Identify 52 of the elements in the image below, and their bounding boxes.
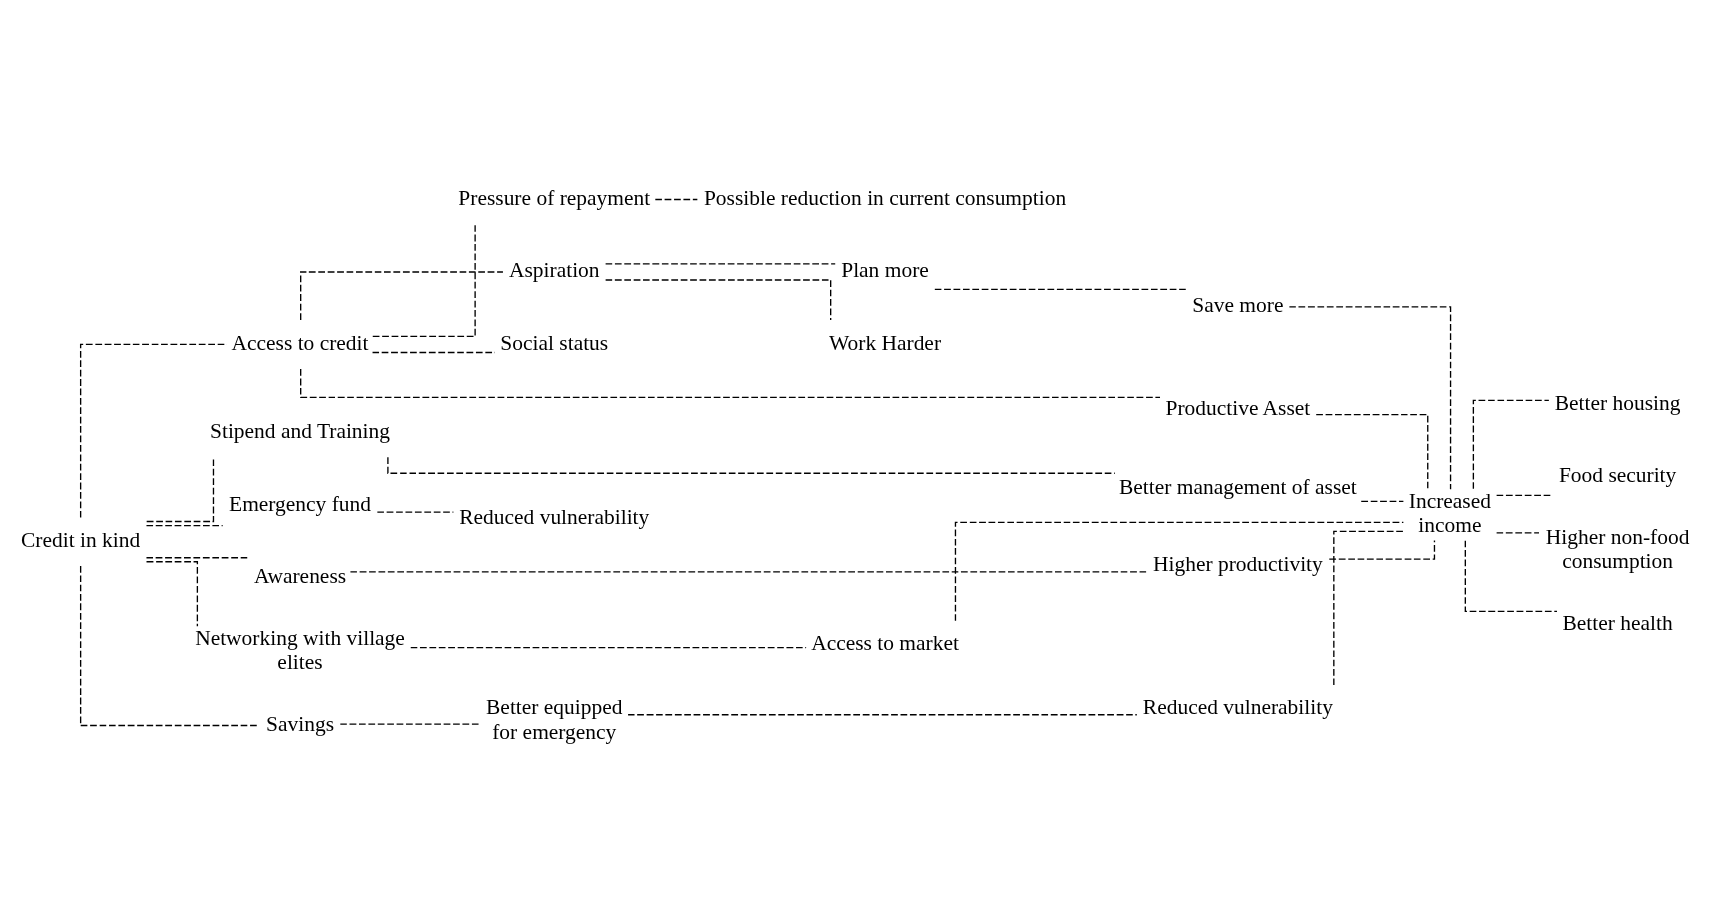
node-text: Higher productivity xyxy=(1152,551,1323,576)
node-text: Access to credit xyxy=(231,330,369,355)
connector xyxy=(604,278,831,321)
connector xyxy=(339,722,481,725)
connector xyxy=(299,367,1161,398)
connector xyxy=(1328,539,1435,560)
node-text: Higher non-food consumption xyxy=(1545,524,1689,573)
connector xyxy=(299,270,504,321)
connector xyxy=(145,456,214,522)
connector xyxy=(1315,413,1428,490)
connector xyxy=(1464,539,1558,612)
node-text: Reduced vulnerability xyxy=(458,504,649,529)
node-text: Possible reduction in current consumption xyxy=(703,185,1066,210)
node-text: Food security xyxy=(1558,462,1676,487)
node-text: Better housing xyxy=(1554,390,1680,415)
connector xyxy=(1472,399,1550,490)
connector xyxy=(1288,305,1451,490)
node-text: Social status xyxy=(499,330,608,355)
connector xyxy=(145,560,198,627)
node-text: Better health xyxy=(1562,610,1673,635)
node-text: Stipend and Training xyxy=(209,418,390,443)
connector xyxy=(626,713,1137,715)
node-text: Awareness xyxy=(253,563,346,588)
connector xyxy=(954,521,1404,621)
node-text: Productive Asset xyxy=(1164,395,1310,420)
connector xyxy=(1495,531,1540,534)
node-text: Reduced vulnerability xyxy=(1142,694,1333,719)
connector xyxy=(1332,530,1404,686)
node-text: Better management of asset xyxy=(1118,474,1357,499)
node-text: Save more xyxy=(1191,292,1283,317)
connector xyxy=(654,198,698,200)
connector xyxy=(145,556,250,558)
node-text: Access to market xyxy=(810,630,959,655)
node-text: Savings xyxy=(265,711,334,736)
node-text: Pressure of repayment xyxy=(457,185,650,210)
connector xyxy=(409,646,807,648)
connector xyxy=(933,288,1187,290)
connector xyxy=(145,524,223,526)
node-text: Better equipped for emergency xyxy=(485,694,622,744)
node-text: Networking with village elites xyxy=(194,625,405,674)
connector xyxy=(604,262,836,265)
node-text: Aspiration xyxy=(508,257,600,282)
connector xyxy=(371,222,476,337)
connector xyxy=(349,570,1147,572)
node-text: Emergency fund xyxy=(228,491,371,516)
node-text: Work Harder xyxy=(828,330,941,355)
node-text: Increased income xyxy=(1408,488,1491,537)
connector xyxy=(376,510,454,513)
node-text: Credit in kind xyxy=(20,527,140,552)
connector xyxy=(1360,500,1404,502)
node-text: Plan more xyxy=(840,257,929,282)
connector xyxy=(79,564,260,726)
